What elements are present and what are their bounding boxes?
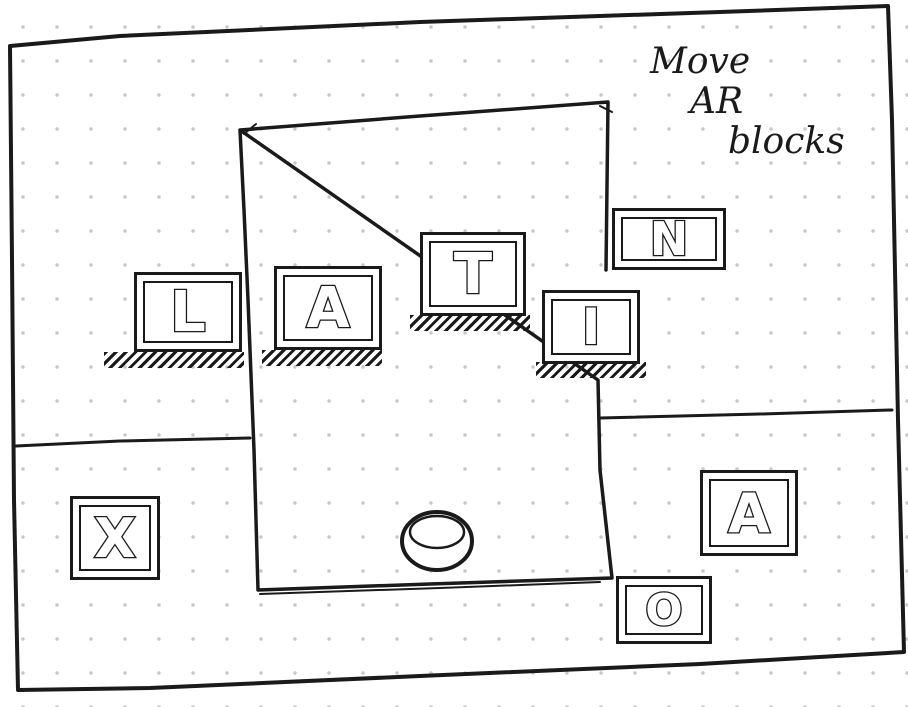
ar-block-O[interactable]: O	[616, 576, 712, 644]
handwritten-annotation: Move AR blocks	[650, 42, 880, 162]
ar-block-I[interactable]: I	[542, 290, 640, 364]
zone-divider-left	[16, 438, 250, 446]
shutter-button[interactable]	[402, 512, 472, 570]
block-letter: A	[274, 266, 382, 350]
block-letter: O	[616, 576, 712, 644]
block-letter: L	[134, 272, 242, 352]
ar-block-A-secondary[interactable]: A	[700, 470, 798, 556]
ar-block-A[interactable]: A	[274, 266, 382, 350]
block-shadow	[104, 352, 244, 368]
block-letter: T	[420, 232, 526, 316]
block-letter: N	[612, 208, 726, 270]
block-shadow	[262, 350, 382, 366]
block-letter: X	[70, 496, 160, 580]
block-letter: A	[700, 470, 798, 556]
block-shadow	[536, 362, 646, 378]
ar-block-L[interactable]: L	[134, 272, 242, 352]
annotation-line: blocks	[650, 122, 880, 162]
annotation-line: AR	[650, 82, 880, 122]
ar-block-T[interactable]: T	[420, 232, 526, 316]
ar-block-N[interactable]: N	[612, 208, 726, 270]
ar-block-X[interactable]: X	[70, 496, 160, 580]
block-shadow	[410, 315, 530, 331]
annotation-line: Move	[650, 42, 880, 82]
block-letter: I	[542, 290, 640, 364]
zone-divider-right	[600, 410, 892, 418]
